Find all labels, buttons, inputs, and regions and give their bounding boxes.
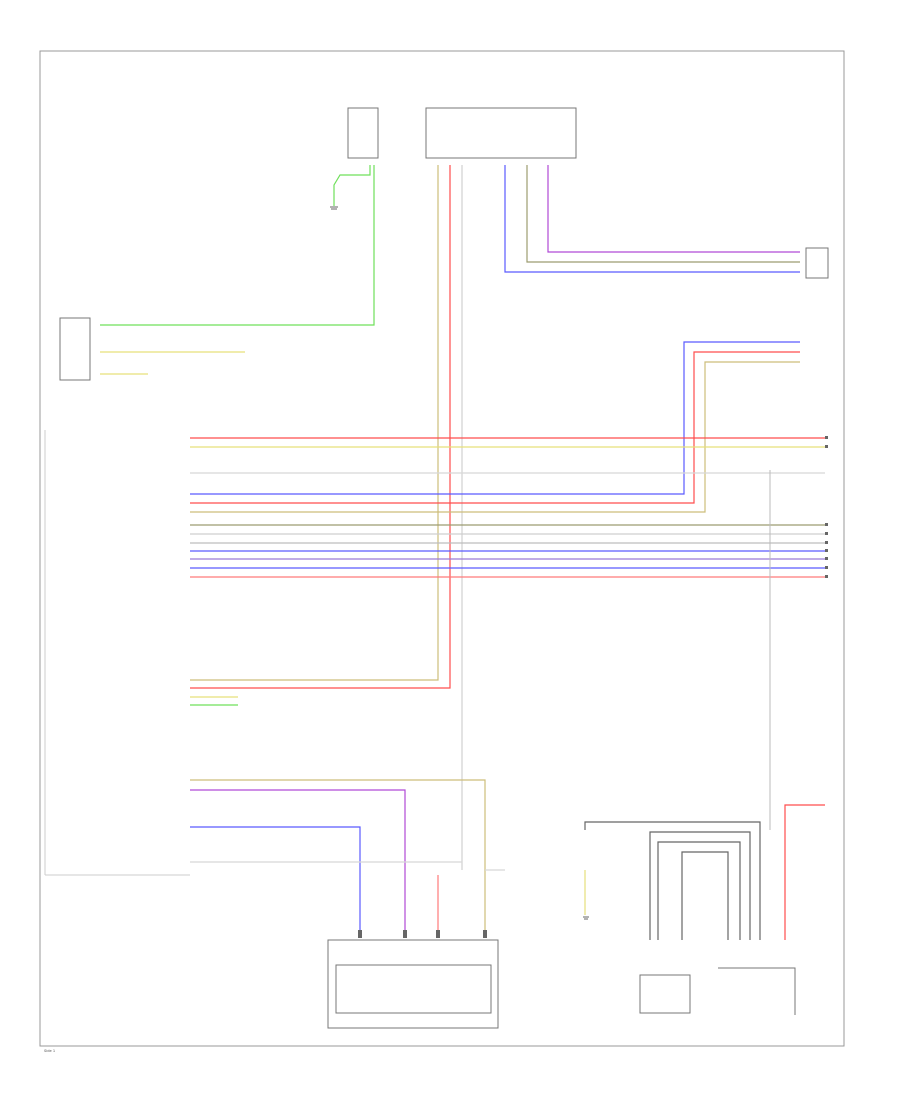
fuse-box-right [425, 107, 577, 159]
wire-violet-lower [190, 789, 406, 935]
right-module [805, 247, 829, 279]
wire-red-vertical [190, 165, 451, 689]
wire-dark-2 [649, 831, 751, 940]
wire-blue-loop [190, 341, 800, 495]
wire-dark-1 [584, 821, 761, 940]
wire-tan-vertical [190, 165, 439, 681]
wire-dark-3 [657, 841, 741, 940]
wire-blue-top [504, 165, 800, 273]
page-label: Side 1 [44, 1049, 55, 1053]
wire-tan-lower [190, 779, 486, 935]
bottom-module [327, 939, 499, 1029]
sensor-box [59, 317, 91, 381]
wire-red-right [784, 804, 825, 940]
wire-green-sensor [100, 165, 375, 326]
bottom-module-inner [335, 964, 492, 1014]
fuse-box-left [347, 107, 379, 159]
wire-tan-loop [190, 361, 800, 513]
wire-green-ground [333, 165, 371, 206]
diagram-frame [39, 50, 845, 1047]
wire-blue-lower [190, 826, 361, 935]
ground-icon [330, 206, 589, 920]
wire-violet-top [547, 165, 800, 253]
bottom-module-pins [358, 930, 487, 938]
bottom-right-module-b [718, 967, 796, 1015]
wire-red-loop [190, 351, 800, 504]
wire-dark-4 [681, 851, 729, 940]
wire-olive-top [526, 165, 800, 263]
bottom-right-module-a [639, 974, 691, 1014]
bus-terminals [825, 436, 828, 578]
